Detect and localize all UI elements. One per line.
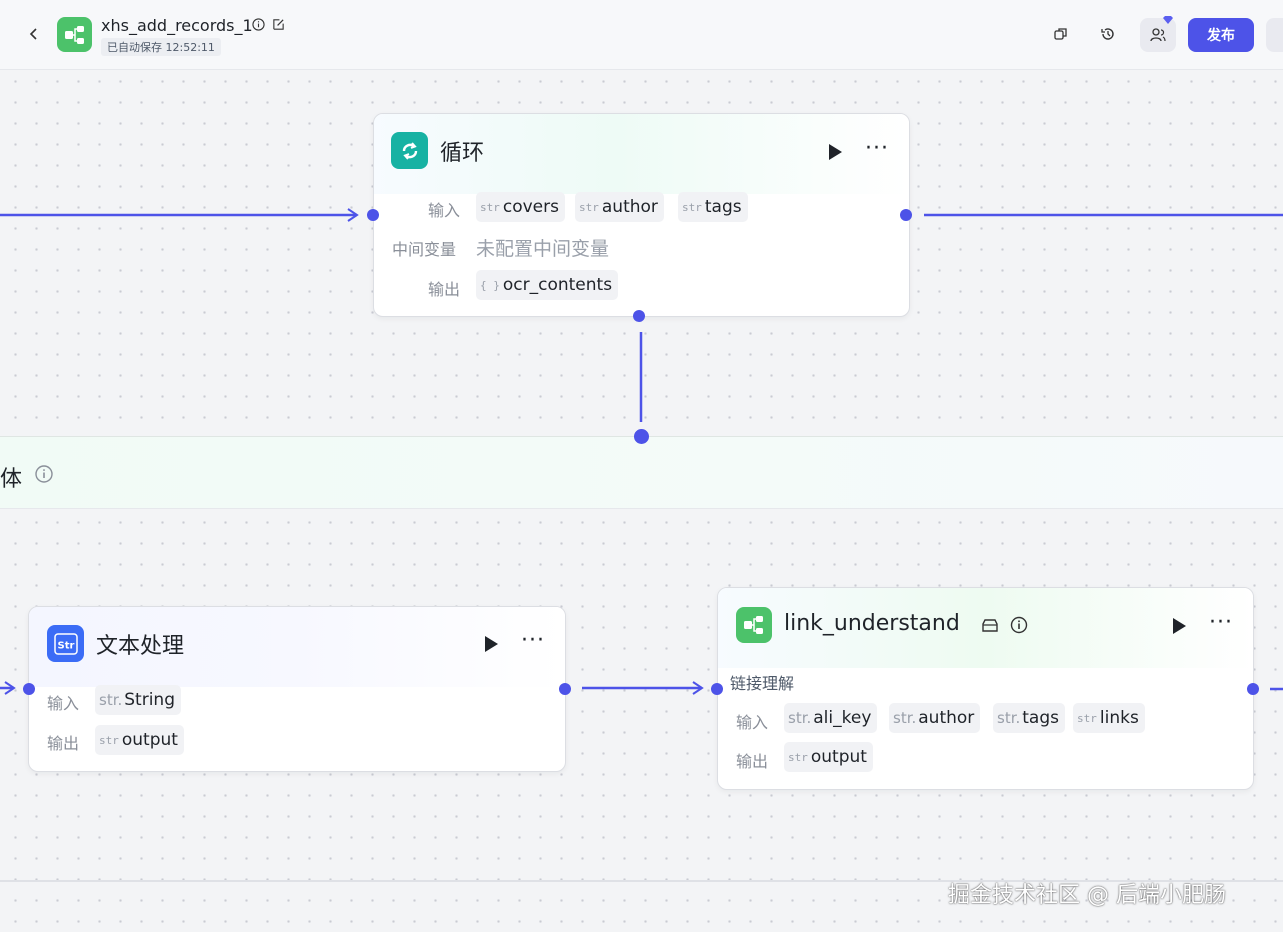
link-understand-output-port[interactable] [1247,683,1259,695]
link-understand-title: link_understand [784,611,960,636]
output-param-tag: { }ocr_contents [476,270,619,300]
text-process-output-port[interactable] [559,683,571,695]
output-label: 输出 [736,752,769,771]
save-status-badge: 已自动保存 12:52:11 [101,38,221,56]
input-param-tag: str.ali_key [784,703,878,733]
more-options-icon[interactable]: ··· [521,628,545,653]
input-param-tag: str.author [889,703,981,733]
output-label: 输出 [428,280,461,299]
loop-body-title: 体 [0,467,23,492]
more-menu-button[interactable] [1266,18,1283,52]
loop-body-container: 体 [0,436,1283,882]
text-process-input-port[interactable] [23,683,35,695]
loop-body-canvas [0,509,1283,882]
top-bar: xhs_add_records_1 已自动保存 12:52:11 发布 [0,0,1283,70]
link-understand-node[interactable]: link_understand ··· 链接理解 输入 str.ali_key … [717,587,1254,790]
text-process-title: 文本处理 [96,634,185,659]
node-description: 链接理解 [730,674,795,693]
users-icon [1150,28,1166,42]
run-play-icon[interactable] [1169,616,1189,636]
copy-icon[interactable] [1047,20,1075,48]
run-play-icon[interactable] [825,142,845,162]
run-play-icon[interactable] [481,634,501,654]
store-icon [982,619,998,632]
text-process-icon: Str [47,625,84,662]
loop-output-port[interactable] [900,209,912,221]
info-icon[interactable] [251,17,265,31]
info-icon[interactable] [1010,616,1028,634]
input-label: 输入 [428,201,461,220]
input-label: 输入 [47,694,80,713]
back-arrow-icon[interactable] [22,22,46,46]
output-label: 输出 [47,734,80,753]
svg-text:Str: Str [57,640,74,651]
publish-button[interactable]: 发布 [1188,18,1254,52]
link-understand-input-port[interactable] [711,683,723,695]
more-options-icon[interactable]: ··· [865,136,889,161]
loop-node-title: 循环 [440,141,485,166]
edit-icon[interactable] [271,17,285,31]
loop-body-header: 体 [0,436,1283,509]
watermark: 掘金技术社区 @ 后端小肥肠 [948,883,1226,908]
collaborators-button[interactable] [1140,16,1176,52]
history-icon[interactable] [1094,20,1122,48]
loop-icon [391,132,428,169]
workflow-title: xhs_add_records_1 [101,16,253,35]
input-param-tag: str.tags [993,703,1065,733]
loop-body-out-port[interactable] [633,310,645,322]
loop-input-port[interactable] [367,209,379,221]
intermediate-var-placeholder: 未配置中间变量 [476,238,610,260]
plugin-icon [736,607,772,643]
info-icon[interactable] [34,464,54,484]
input-param-tag: str.String [95,685,181,715]
input-label: 输入 [736,713,769,732]
more-options-icon[interactable]: ··· [1209,610,1233,635]
intermediate-var-label: 中间变量 [392,240,457,259]
workflow-logo-icon [57,17,92,52]
loop-body-in-port[interactable] [634,429,649,444]
premium-badge-icon [1163,16,1173,24]
